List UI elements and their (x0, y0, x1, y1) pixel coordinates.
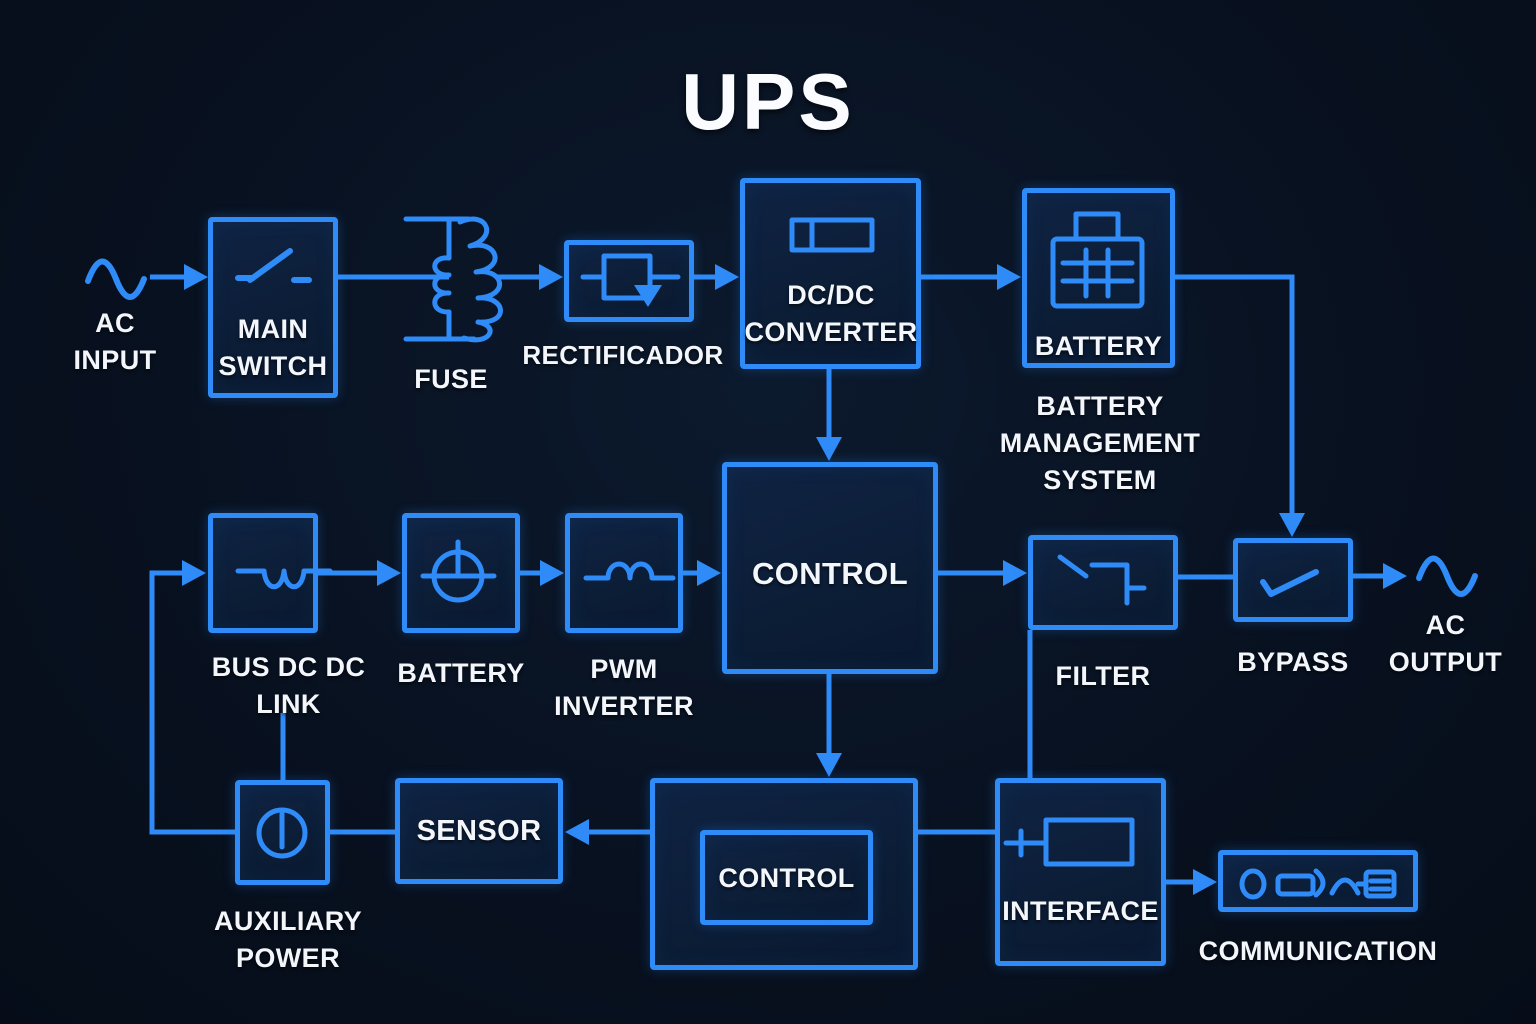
control-box (722, 462, 938, 674)
transformer-coil-icon (403, 216, 503, 343)
ac-output-label: AC OUTPUT (1388, 610, 1503, 677)
main-switch-label: MAIN SWITCH (218, 314, 328, 381)
main-switch-box (208, 217, 338, 398)
sensor-label: SENSOR (416, 815, 542, 847)
pwm-inverter-box (565, 513, 683, 633)
page-title: UPS (681, 57, 855, 146)
control-bottom-label: CONTROL (718, 863, 855, 893)
bus-dc-link-box (208, 513, 318, 633)
communication-label: COMMUNICATION (1198, 936, 1438, 966)
wire-dcdc-to-battery (921, 264, 1021, 290)
wire-acinput-to-mainswitch (150, 264, 208, 290)
wire-bypass-to-acoutput (1353, 563, 1407, 589)
battery-management-label: BATTERY MANAGEMENT SYSTEM (999, 391, 1201, 495)
wire-control-to-controlbottom (816, 674, 842, 777)
wire-controlbottom-to-sensor (565, 819, 650, 845)
wire-interface-to-communication (1166, 869, 1217, 895)
interface-label: INTERFACE (1002, 896, 1159, 926)
battery-mid-label: BATTERY (397, 658, 525, 688)
wire-busdclink-to-batterymid (318, 560, 401, 586)
sine-wave-output-icon (1416, 555, 1478, 597)
aux-power-box (235, 780, 330, 885)
wire-dcdc-to-control (816, 369, 842, 461)
dcdc-converter-label: DC/DC CONVERTER (744, 280, 918, 347)
wire-fuse-to-rectifier (497, 264, 563, 290)
wire-pwm-to-control (683, 560, 721, 586)
control-bottom-inner-box (700, 830, 873, 925)
bypass-box (1233, 538, 1353, 622)
rectifier-box (564, 240, 694, 322)
wire-rectifier-to-dcdc (694, 264, 739, 290)
rectifier-label: RECTIFICADOR (522, 340, 724, 370)
pwm-inverter-label: PWM INVERTER (554, 654, 694, 721)
fuse-label: FUSE (414, 364, 488, 394)
bus-dc-link-label: BUS DC DC LINK (211, 652, 366, 719)
filter-label: FILTER (1055, 661, 1151, 691)
dcdc-converter-box (740, 178, 921, 369)
sine-wave-icon (85, 258, 147, 300)
wire-batterymid-to-pwm (520, 560, 564, 586)
battery-mid-box (402, 513, 520, 633)
ac-input-label: AC INPUT (73, 308, 157, 375)
sensor-box (395, 778, 563, 884)
wire-control-to-filter (938, 560, 1027, 586)
communication-box (1218, 850, 1418, 912)
control-label: CONTROL (751, 556, 909, 591)
aux-power-label: AUXILIARY POWER (213, 906, 363, 973)
interface-box (995, 778, 1166, 966)
filter-box (1028, 535, 1178, 630)
bypass-label: BYPASS (1237, 647, 1349, 677)
battery-label: BATTERY (1034, 331, 1163, 361)
